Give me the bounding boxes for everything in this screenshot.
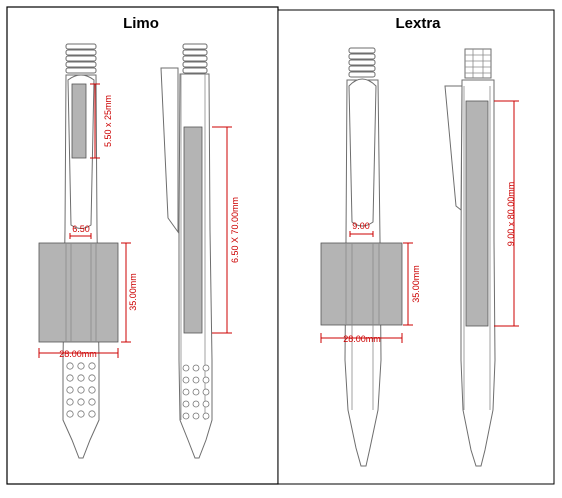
limo-wrap-imprint-area [38,242,119,343]
limo-barrel-height-label: 35.00mm [128,273,138,311]
limo-front-button [65,43,97,74]
limo-wrap-width-dimension: 28.00mm [38,348,119,359]
limo-clip-dimension: 5.50 x 25mm [90,83,113,159]
lextra-title: Lextra [395,15,441,32]
lextra-front-button [348,47,376,78]
limo-side-pen [160,43,213,459]
lextra-barrel-height-dimension: 35.00mm [403,242,421,326]
lextra-wrap-width-label: 28.00mm [343,334,381,344]
lextra-side-clip [444,85,463,212]
lextra-front-pen [320,47,403,467]
lextra-barrel-width-dimension: 9.00 [349,221,374,237]
lextra-wrap-imprint-area [320,242,403,326]
lextra-side-button [464,48,492,79]
limo-side-dimension: 6.50 X 70.00mm [212,126,240,334]
lextra-wrap-width-dimension: 28.00mm [320,333,403,344]
limo-barrel-width-dimension: 6.50 [69,224,92,239]
lextra-side-dimension: 9.00 x 80.00mm [494,100,519,327]
limo-side-grip [182,364,210,420]
lextra-front-clip [348,78,377,227]
limo-barrel-width-label: 6.50 [72,224,90,234]
limo-front-grip [66,362,96,418]
limo-front-pen [38,43,119,459]
limo-clip-imprint-area [71,83,87,159]
lextra-side-pen [444,48,496,467]
limo-side-clip [160,67,179,234]
limo-wrap-width-label: 28.00mm [59,349,97,359]
limo-side-imprint-area [183,126,203,334]
limo-side-dim-label: 6.50 X 70.00mm [230,197,240,263]
limo-barrel-height-dimension: 35.00mm [121,242,138,343]
lextra-barrel-height-label: 35.00mm [411,265,421,303]
lextra-barrel-width-label: 9.00 [352,221,370,231]
limo-panel: Limo [6,6,279,485]
limo-side-button [182,43,208,74]
lextra-side-imprint-area [465,100,489,327]
limo-clip-dim-label: 5.50 x 25mm [103,95,113,147]
lextra-side-dim-label: 9.00 x 80.00mm [506,182,516,247]
lextra-panel: Lextra 9.00 35.00mm [277,9,555,485]
limo-title: Limo [123,15,159,32]
